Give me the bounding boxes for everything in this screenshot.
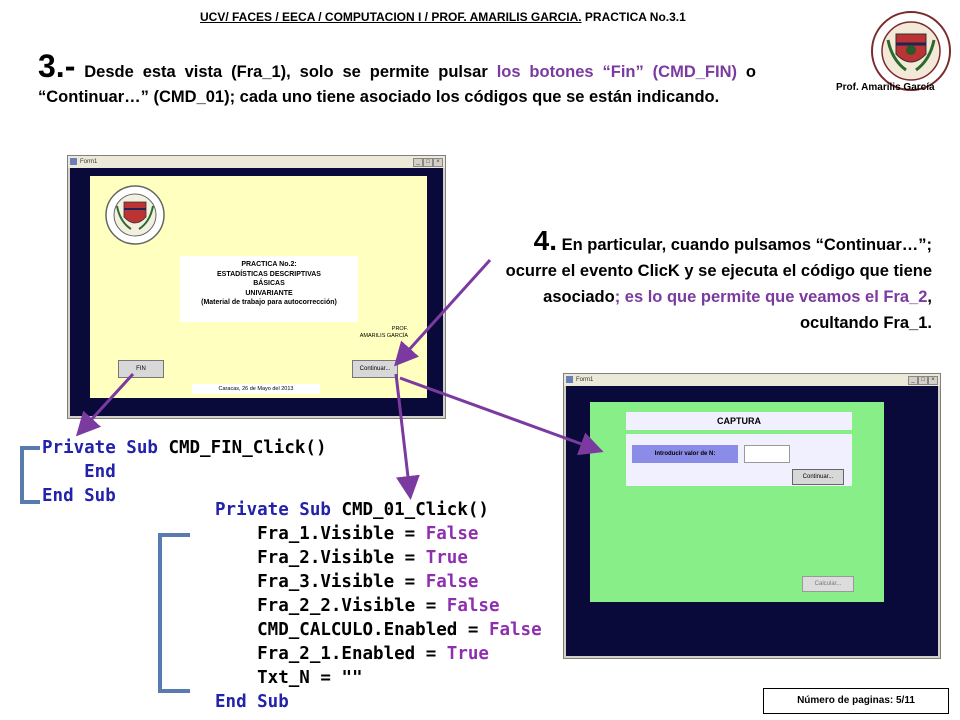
arrow-to-continuar-button	[393, 258, 492, 367]
window-title: Form1	[576, 377, 594, 383]
code-line: Fra_3.Visible =	[215, 572, 426, 592]
step-number-4: 4.	[533, 225, 558, 256]
university-seal-logo	[870, 10, 952, 92]
minimize-icon[interactable]: _	[413, 158, 423, 167]
captura-panel: Introducir valor de N: Continuar...	[626, 434, 852, 486]
arrow-to-cmd01-code	[394, 373, 420, 500]
instruction-paragraph-4: 4. En particular, cuando pulsamos “Conti…	[488, 225, 932, 336]
minimize-icon[interactable]: _	[908, 376, 918, 385]
practica-line: PRACTICA No.2:	[241, 261, 297, 268]
paragraph4-text-c: , ocultando Fra_1.	[799, 288, 932, 332]
practica-line: UNIVARIANTE	[245, 289, 293, 297]
code-value: ""	[341, 668, 363, 688]
arrow-to-fin-code	[75, 372, 135, 437]
code-value: False	[425, 572, 479, 592]
code-line: Fra_2.Visible =	[215, 548, 426, 568]
code-keyword: Private Sub	[215, 500, 331, 520]
code-value: False	[446, 596, 500, 616]
code-cmd-01-click: Private Sub CMD_01_Click() Fra_1.Visible…	[215, 498, 542, 714]
header-course: UCV/ FACES / EECA / COMPUTACION I / PROF…	[200, 10, 582, 24]
code-end-sub: End Sub	[42, 486, 116, 506]
code-line: Fra_2_1.Enabled =	[215, 644, 447, 664]
date-label: Caracas, 26 de Mayo del 2013	[192, 384, 320, 394]
code-sub-name: CMD_FIN_Click()	[157, 438, 327, 458]
prof-line: PROF.	[391, 326, 408, 332]
code-keyword: Private Sub	[42, 438, 158, 458]
window-client-area: CAPTURA Introducir valor de N: Continuar…	[566, 386, 938, 656]
form1-window-fra2: Form1 _ □ × CAPTURA Introducir valor de …	[563, 373, 941, 659]
frame-fra2: CAPTURA Introducir valor de N: Continuar…	[590, 402, 884, 602]
window-titlebar: Form1 _ □ ×	[68, 156, 445, 168]
prof-line: AMARILIS GARCÍA	[359, 333, 408, 339]
code-cmd-fin-click: Private Sub CMD_FIN_Click() End End Sub	[42, 436, 326, 508]
maximize-icon[interactable]: □	[918, 376, 928, 385]
code-end: End	[42, 462, 116, 482]
code-value: True	[446, 644, 489, 664]
paragraph3-text-c: o “Continuar…” (CMD_01); cada uno tiene …	[38, 63, 756, 106]
paragraph4-text-a: En particular, cuando pulsamos “Continua…	[505, 236, 932, 306]
paragraph3-text-a: Desde esta vista (Fra_1), solo se permit…	[75, 63, 497, 81]
code-value: True	[425, 548, 468, 568]
close-icon[interactable]: ×	[928, 376, 938, 385]
code-bracket	[158, 533, 190, 693]
paragraph3-highlight: los botones “Fin” (CMD_FIN)	[496, 63, 737, 81]
fin-button[interactable]: FIN	[118, 360, 164, 378]
page-header: UCV/ FACES / EECA / COMPUTACION I / PROF…	[200, 10, 770, 24]
window-titlebar: Form1 _ □ ×	[564, 374, 940, 386]
n-value-label: Introducir valor de N:	[632, 445, 738, 463]
continuar-button[interactable]: Continuar...	[352, 360, 398, 378]
prof-label: PROF. AMARILIS GARCÍA	[338, 326, 408, 340]
header-practice: PRACTICA No.3.1	[581, 10, 686, 24]
code-line: Fra_1.Visible =	[215, 524, 426, 544]
author-name: Prof. Amarilis García	[836, 82, 935, 93]
code-line: Fra_2_2.Visible =	[215, 596, 447, 616]
app-icon	[70, 158, 77, 165]
instruction-paragraph-3: 3.- Desde esta vista (Fra_1), solo se pe…	[38, 50, 756, 110]
practica-line: ESTADÍSTICAS DESCRIPTIVAS	[217, 270, 321, 278]
n-value-input[interactable]	[744, 445, 790, 463]
paragraph4-highlight: ; es lo que permite que veamos el Fra_2	[614, 288, 928, 306]
window-title: Form1	[80, 159, 98, 165]
university-seal-logo	[104, 184, 166, 246]
code-value: False	[425, 524, 479, 544]
code-end-sub: End Sub	[215, 692, 289, 712]
frame-fra1: PRACTICA No.2: ESTADÍSTICAS DESCRIPTIVAS…	[90, 176, 427, 398]
page-number-box: Número de paginas: 5/11	[763, 688, 949, 714]
code-bracket	[20, 446, 40, 504]
code-line: CMD_CALCULO.Enabled =	[215, 620, 489, 640]
code-value: False	[488, 620, 542, 640]
practica-line: BÁSICAS	[253, 280, 285, 287]
captura-title: CAPTURA	[626, 412, 852, 430]
code-line: Txt_N =	[215, 668, 342, 688]
close-icon[interactable]: ×	[433, 158, 443, 167]
code-sub-name: CMD_01_Click()	[330, 500, 489, 520]
step-number-3: 3.-	[38, 48, 76, 84]
calcular-button[interactable]: Calcular...	[802, 576, 854, 592]
app-icon	[566, 376, 573, 383]
practica-title-box: PRACTICA No.2: ESTADÍSTICAS DESCRIPTIVAS…	[180, 256, 358, 322]
practica-line: (Material de trabajo para autocorrección…	[201, 299, 337, 306]
maximize-icon[interactable]: □	[423, 158, 433, 167]
arrow-to-fra2	[399, 376, 604, 456]
continuar-button[interactable]: Continuar...	[792, 469, 844, 485]
